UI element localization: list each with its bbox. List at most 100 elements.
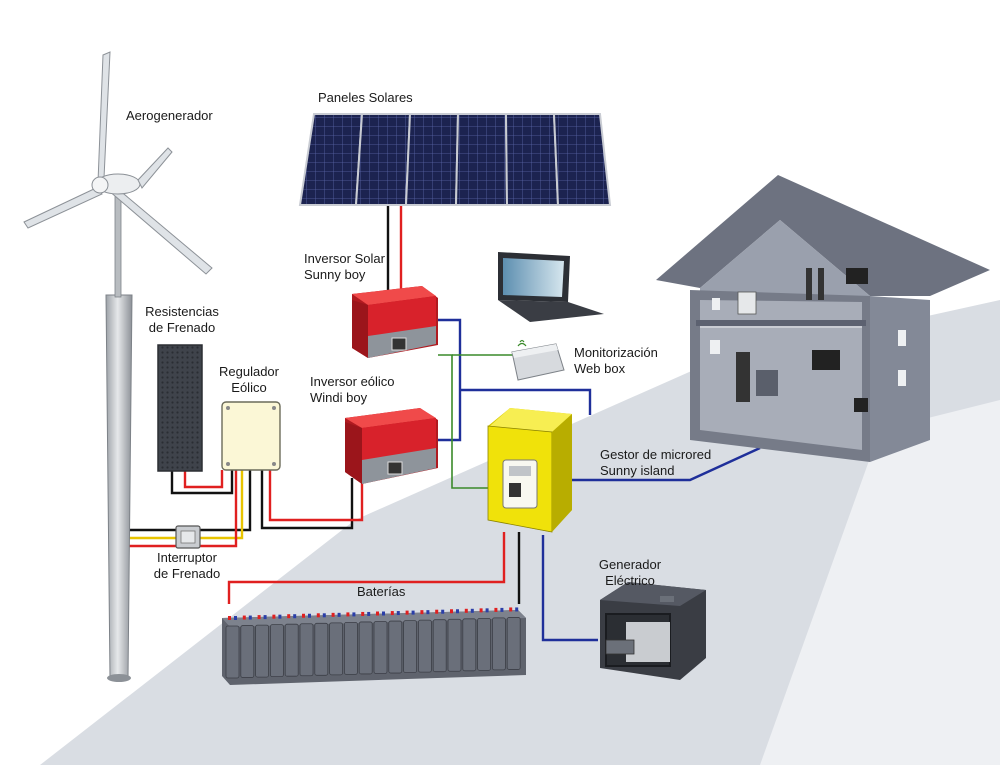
sunny-island-unit bbox=[487, 408, 572, 533]
battery-terminal-positive bbox=[287, 614, 291, 619]
battery-terminal-negative bbox=[470, 608, 474, 613]
battery-terminal-negative bbox=[322, 613, 326, 618]
solar-panel-5 bbox=[504, 113, 560, 206]
wind-turbine bbox=[23, 51, 213, 682]
wire-reg-inv-black bbox=[260, 470, 354, 530]
wire-res-black bbox=[170, 470, 234, 495]
label-solar-inverter-2: Sunny boy bbox=[304, 267, 366, 282]
battery-terminal-positive bbox=[316, 613, 320, 618]
battery-cell bbox=[403, 620, 418, 673]
battery-cell bbox=[388, 620, 403, 674]
battery-terminal-positive bbox=[479, 608, 483, 613]
label-brake-resistors-1: Resistencias bbox=[145, 304, 219, 319]
web-box bbox=[511, 339, 565, 381]
battery-terminal-negative bbox=[411, 610, 415, 615]
solar-panel-1 bbox=[298, 113, 364, 206]
battery-terminal-positive bbox=[376, 611, 379, 616]
label-wind-inverter-1: Inversor eólico bbox=[310, 374, 395, 389]
battery-terminal-negative bbox=[263, 615, 267, 620]
brake-resistors bbox=[157, 344, 203, 472]
battery-terminal-positive bbox=[405, 610, 409, 615]
battery-terminal-negative bbox=[456, 609, 459, 614]
battery-bank bbox=[222, 607, 526, 685]
ground-edge bbox=[760, 400, 1000, 765]
laptop bbox=[498, 252, 604, 322]
wire-data-inv bbox=[438, 354, 490, 489]
battery-terminal-positive bbox=[494, 607, 498, 612]
wire-res-red bbox=[183, 470, 224, 489]
label-solar-inverter-1: Inversor Solar bbox=[304, 251, 385, 266]
battery-cell bbox=[240, 625, 255, 678]
battery-terminal-negative bbox=[234, 616, 237, 620]
battery-cell bbox=[225, 625, 240, 679]
house-washer bbox=[737, 291, 757, 315]
battery-terminal-negative bbox=[382, 611, 385, 616]
electric-generator bbox=[600, 582, 706, 680]
wire-reg-inv-red bbox=[268, 470, 364, 522]
house-interior bbox=[700, 300, 862, 450]
turbine-hub bbox=[91, 176, 109, 194]
battery-terminal-negative bbox=[426, 610, 430, 615]
solar-inverter bbox=[352, 286, 438, 358]
battery-terminal-negative bbox=[441, 609, 445, 614]
wire-bat-pos bbox=[227, 532, 506, 604]
battery-cell bbox=[417, 619, 432, 673]
house-speaker-2 bbox=[818, 268, 824, 300]
floor-divider bbox=[696, 320, 866, 326]
turbine-mast bbox=[114, 184, 122, 298]
house-fridge bbox=[736, 352, 750, 402]
wire-phase-black bbox=[128, 470, 252, 532]
turbine-blade-3 bbox=[107, 183, 213, 275]
wiring bbox=[128, 205, 761, 642]
battery-cell bbox=[432, 619, 447, 673]
label-microgrid-1: Gestor de microred bbox=[600, 447, 712, 462]
battery-cells bbox=[225, 607, 521, 679]
battery-cell bbox=[269, 624, 284, 678]
battery-terminal-positive bbox=[390, 611, 394, 616]
wire-ac-house bbox=[572, 446, 761, 482]
label-monitoring-1: Monitorización bbox=[574, 345, 658, 360]
label-brake-resistors-2: de Frenado bbox=[148, 320, 216, 335]
label-brake-switch-2: de Frenado bbox=[153, 566, 221, 581]
turbine-tower bbox=[105, 294, 133, 679]
battery-cell bbox=[343, 622, 358, 675]
label-monitoring-2: Web box bbox=[574, 361, 626, 376]
battery-cell bbox=[284, 623, 299, 677]
house-roof bbox=[656, 175, 990, 296]
battery-cell bbox=[329, 622, 344, 676]
battery-terminal-negative bbox=[396, 611, 400, 616]
label-wind-turbine: Aerogenerador bbox=[126, 108, 213, 123]
battery-cell bbox=[462, 618, 477, 672]
label-generator-1: Generador bbox=[598, 557, 662, 572]
solar-panel-3 bbox=[404, 113, 460, 206]
battery-terminal-positive bbox=[331, 612, 335, 617]
wind-regulator bbox=[221, 401, 281, 471]
solar-array bbox=[298, 113, 612, 206]
house-tv-lower bbox=[812, 350, 840, 370]
label-wind-regulator-2: Eólico bbox=[231, 380, 267, 395]
wire-ac-bus bbox=[460, 388, 592, 415]
solar-panel-2 bbox=[354, 113, 412, 206]
battery-cell bbox=[255, 624, 270, 678]
label-microgrid-2: Sunny island bbox=[600, 463, 675, 478]
battery-terminal-negative bbox=[308, 613, 311, 618]
battery-terminal-negative bbox=[367, 611, 371, 616]
battery-terminal-negative bbox=[337, 612, 341, 617]
solar-panel-4 bbox=[454, 113, 509, 206]
label-generator-2: Eléctrico bbox=[605, 573, 655, 588]
battery-cell bbox=[299, 623, 314, 677]
wire-ac-gen bbox=[541, 535, 598, 642]
house-monitor bbox=[854, 398, 868, 412]
battery-terminal-positive bbox=[302, 613, 305, 618]
battery-terminal-positive bbox=[272, 614, 276, 619]
laptop-screen bbox=[503, 258, 564, 297]
battery-cell bbox=[491, 617, 506, 671]
battery-terminal-negative bbox=[485, 608, 489, 613]
brake-switch bbox=[175, 525, 201, 549]
house-tv-upper bbox=[846, 268, 868, 284]
battery-cell bbox=[373, 621, 388, 674]
battery-terminal-positive bbox=[450, 609, 453, 614]
battery-cell bbox=[477, 617, 492, 671]
turbine-tail bbox=[137, 147, 173, 189]
